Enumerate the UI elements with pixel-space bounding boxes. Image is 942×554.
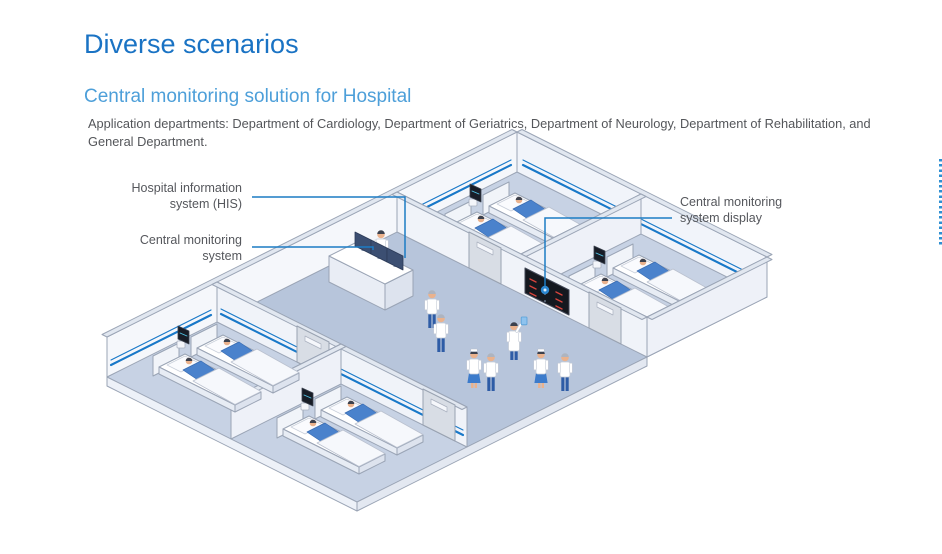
door-room-top-right-window: [476, 241, 494, 256]
northwest-wall-top: [101, 129, 518, 338]
door-room-bottom-window: [430, 398, 448, 413]
trim-northeast: [522, 159, 762, 280]
patient-monitor: [176, 325, 190, 349]
display-vital-mark: [529, 278, 537, 283]
monitor-screen: [301, 387, 314, 407]
monitor-screen: [386, 247, 404, 271]
monitor-cart: [176, 340, 186, 349]
callout-display-label: Central monitoring system display: [680, 195, 783, 225]
ecg-trace: [471, 190, 480, 195]
hair: [377, 230, 385, 234]
corridor-people: [424, 290, 573, 391]
northeast-wall-top: [516, 129, 773, 258]
person-patient: [424, 290, 440, 328]
bed-end: [358, 453, 386, 475]
hair: [428, 290, 436, 294]
patient-monitor: [300, 387, 314, 411]
callout-cms-label: Central monitoring system: [139, 233, 242, 263]
patient-hair: [601, 277, 609, 281]
left-wing: [109, 281, 468, 448]
callout-dot-center: [543, 288, 547, 292]
front-wall-top: [391, 191, 648, 320]
section-description: Application departments: Department of C…: [88, 116, 871, 149]
callout-his-label: Hospital information system (HIS): [131, 181, 242, 211]
display-vital-mark: [529, 285, 537, 290]
person-patient: [557, 353, 573, 391]
patient-monitor: [468, 183, 482, 207]
blanket: [192, 367, 262, 405]
blanket: [354, 410, 424, 448]
nurse-station-desk: [328, 231, 414, 311]
patient-hair: [477, 215, 485, 219]
monitor-screen: [177, 325, 190, 345]
person-patient: [433, 314, 449, 352]
slab-southeast: [356, 356, 648, 512]
blanket: [316, 429, 386, 467]
display-pixel: [544, 300, 546, 302]
display-vital-mark: [529, 292, 537, 297]
bed-end: [234, 391, 262, 413]
patient-hair: [639, 258, 647, 262]
right-wing-end-wall: [646, 256, 773, 358]
door-room-middle-right-window: [596, 301, 614, 316]
page-title: Diverse scenarios: [84, 29, 299, 59]
display-vital-mark: [555, 298, 563, 303]
trim-room-left-side: [110, 309, 212, 361]
person-nurse: [533, 348, 549, 388]
display-vital-mark: [555, 291, 563, 296]
end-wall-top: [646, 256, 773, 320]
patient-bed: [190, 323, 300, 394]
monitor-screen: [469, 183, 482, 203]
hair: [487, 353, 495, 357]
callout-line-display: [544, 217, 672, 290]
desk-monitor: [386, 247, 404, 271]
patient-bed: [314, 385, 424, 456]
monitor-screen: [593, 245, 606, 265]
person-patient: [483, 353, 499, 391]
door-room-left-window: [304, 335, 322, 350]
callout-line-cms: [252, 246, 374, 250]
patient-hair: [309, 419, 317, 423]
callout-lines: [252, 196, 672, 295]
trim-northeast: [521, 163, 763, 286]
tablet: [520, 316, 528, 326]
hair: [437, 314, 445, 318]
section-title: Central monitoring solution for Hospital: [84, 86, 412, 107]
trim-room-left-side: [109, 313, 213, 367]
room-left: [152, 323, 300, 413]
ecg-trace: [303, 394, 312, 399]
patient-bed: [276, 404, 386, 475]
corridor-front-wall: [391, 191, 648, 358]
patient-monitor: [592, 245, 606, 269]
ecg-trace: [595, 252, 604, 257]
hair: [510, 322, 518, 326]
patient-hair: [185, 357, 193, 361]
callout-line-his: [252, 196, 406, 258]
bed-end: [272, 372, 300, 394]
patient-hair: [223, 338, 231, 342]
nurse-cap: [470, 348, 478, 352]
person-nurse: [466, 348, 482, 388]
room-bottom: [276, 385, 424, 475]
monitor-cart: [592, 260, 602, 269]
monitor-cart: [468, 198, 478, 207]
blanket: [230, 348, 300, 386]
nurse-cap: [537, 348, 545, 352]
patient-hair: [515, 196, 523, 200]
person-doctorTablet: [506, 316, 528, 360]
monitor-cart: [300, 402, 310, 411]
display-vital-mark: [555, 305, 563, 310]
patient-bed: [152, 342, 262, 413]
bed-end: [396, 434, 424, 456]
page-edge-tab-decoration: [939, 159, 942, 247]
ecg-trace: [179, 332, 188, 337]
hair: [561, 353, 569, 357]
patient-hair: [347, 400, 355, 404]
